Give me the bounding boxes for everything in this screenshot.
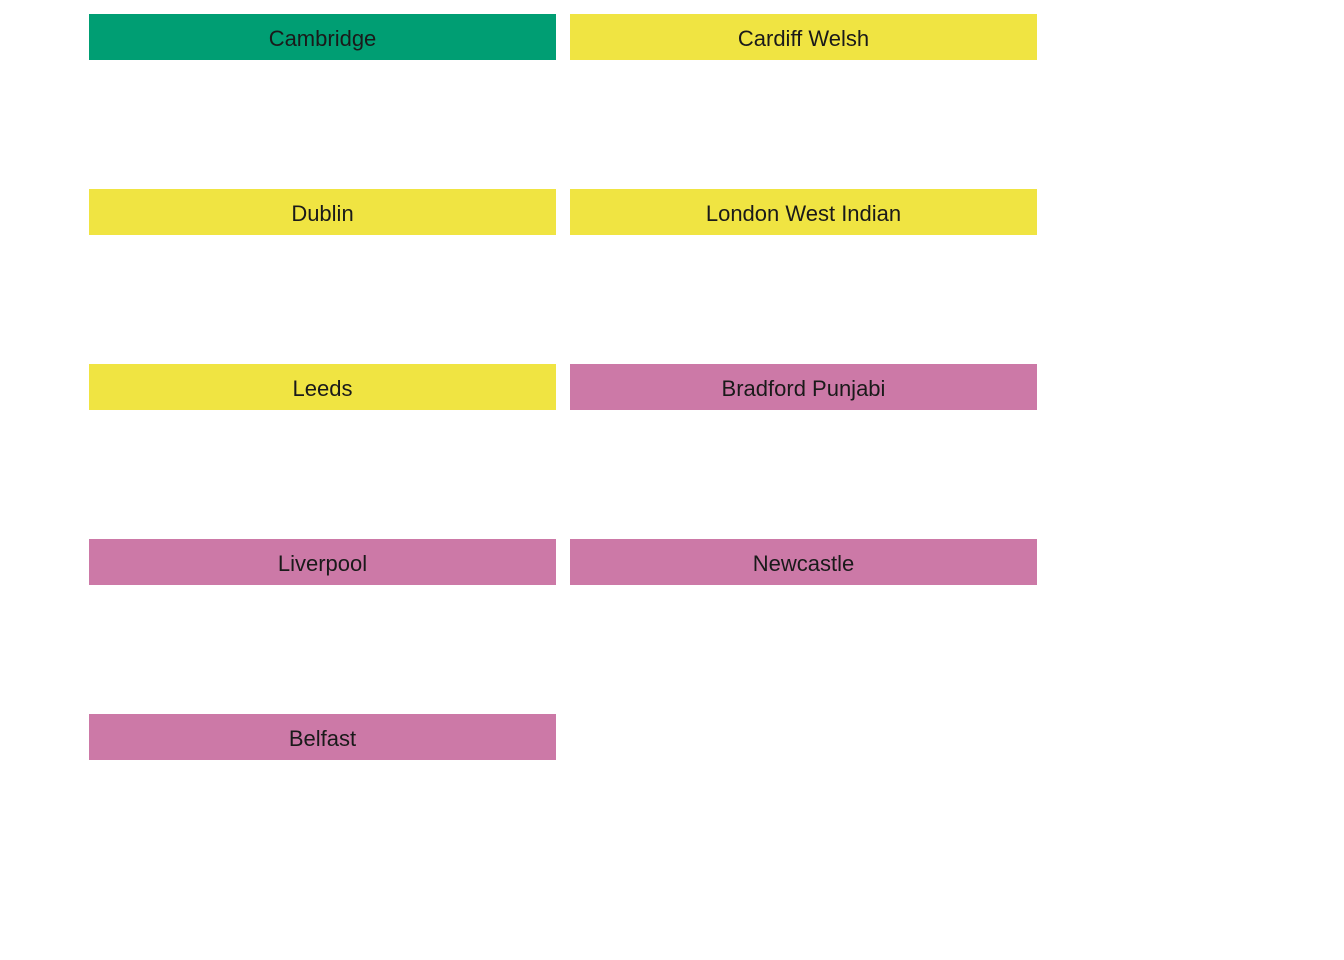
- facet-strip-label: Cardiff Welsh: [570, 14, 1037, 60]
- facet-panel: Cardiff Welsh: [570, 14, 1037, 189]
- facet-strip-label: Belfast: [89, 714, 556, 760]
- facet-panel: Belfast: [89, 714, 556, 889]
- facet-panel: Leeds: [89, 364, 556, 539]
- facet-strip-label: Newcastle: [570, 539, 1037, 585]
- facet-strip-label: Bradford Punjabi: [570, 364, 1037, 410]
- facet-panel: Cambridge: [89, 14, 556, 189]
- facet-strip-label: London West Indian: [570, 189, 1037, 235]
- facet-panel: Newcastle: [570, 539, 1037, 714]
- facet-strip-label: Liverpool: [89, 539, 556, 585]
- facet-panel: Liverpool: [89, 539, 556, 714]
- facet-panel: Dublin: [89, 189, 556, 364]
- facet-panel: London West Indian: [570, 189, 1037, 364]
- facet-strip-label: Dublin: [89, 189, 556, 235]
- facet-strip-label: Cambridge: [89, 14, 556, 60]
- facet-strip-label: Leeds: [89, 364, 556, 410]
- facet-panel: Bradford Punjabi: [570, 364, 1037, 539]
